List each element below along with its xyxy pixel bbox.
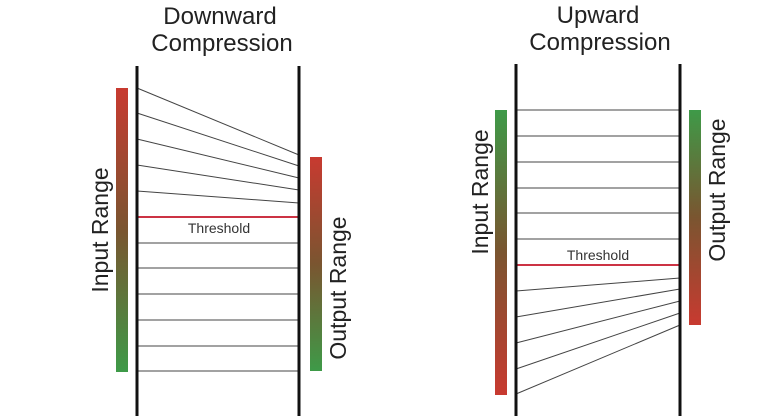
upward-mapping-lines — [515, 109, 681, 395]
downward-mapping-line — [136, 138, 300, 179]
upward-mapping-line — [515, 300, 681, 344]
upward-mapping-line — [515, 288, 681, 318]
downward-output-range-label: Output Range — [325, 216, 351, 359]
downward-mapping-line — [136, 87, 300, 156]
upward-title-line2: Compression — [529, 29, 670, 56]
downward-mapping-line — [136, 164, 300, 191]
upward-input-range-bar — [495, 110, 507, 395]
upward-compression-panel: Upward Compression Input Range Output Ra… — [467, 2, 730, 416]
upward-input-range-label: Input Range — [467, 129, 493, 254]
upward-threshold-label: Threshold — [567, 247, 629, 263]
upward-mapping-line — [515, 324, 681, 395]
downward-title-line1: Downward — [163, 3, 276, 30]
downward-input-range-bar — [116, 88, 128, 372]
downward-title-line2: Compression — [151, 30, 292, 57]
upward-mapping-line — [515, 312, 681, 370]
downward-threshold-label: Threshold — [188, 220, 250, 236]
upward-mapping-line — [515, 277, 681, 292]
upward-title-line1: Upward — [557, 2, 640, 29]
upward-output-range-label: Output Range — [704, 118, 730, 261]
downward-mapping-line — [136, 112, 300, 167]
downward-compression-panel: Downward Compression Input Range Output … — [87, 3, 351, 416]
downward-output-range-bar — [310, 157, 322, 371]
upward-output-range-bar — [689, 110, 701, 325]
downward-mapping-lines — [136, 87, 300, 372]
downward-input-range-label: Input Range — [87, 167, 113, 292]
downward-mapping-line — [136, 190, 300, 204]
